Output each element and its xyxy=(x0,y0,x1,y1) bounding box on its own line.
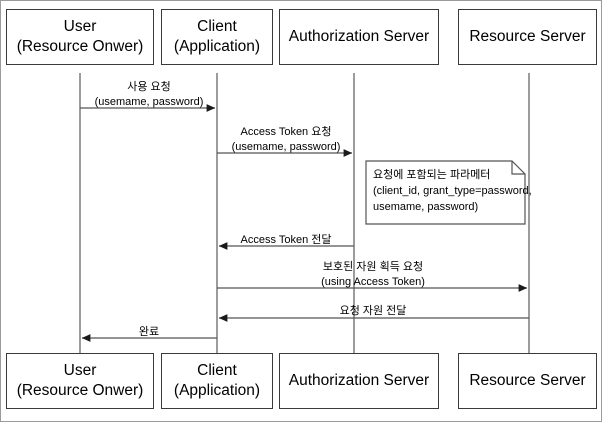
actor-label-resource-server-bottom-line1: Resource Server xyxy=(469,372,586,390)
actor-label-client-bottom-line1: Client xyxy=(197,362,237,380)
note-line2: (client_id, grant_type=password, xyxy=(373,184,532,197)
actor-label-user-bottom-line1: User xyxy=(63,362,97,380)
actor-box-client-top[interactable]: Client (Application) xyxy=(161,9,273,65)
actor-label-user-line2: (Resource Onwer) xyxy=(16,38,144,55)
message-label-msg-2-line2: (usemame, password) xyxy=(231,140,341,153)
actor-box-user-top[interactable]: User (Resource Onwer) xyxy=(6,9,154,65)
note-request-params-shape xyxy=(365,160,526,225)
lifelines xyxy=(79,73,530,353)
message-arrows xyxy=(80,104,529,342)
actor-label-authorization-server-line1: Authorization Server xyxy=(288,28,430,46)
message-label-msg-6: 완료 xyxy=(139,325,159,340)
message-label-msg-3: Access Token 전달 xyxy=(241,233,332,248)
actor-label-authorization-server-bottom-line1: Authorization Server xyxy=(288,372,430,390)
message-label-msg-5: 요청 자원 전달 xyxy=(340,304,407,319)
actor-label-client-line2: (Application) xyxy=(173,38,261,55)
message-label-msg-3-line1: Access Token 전달 xyxy=(240,234,332,246)
message-label-msg-6-line1: 완료 xyxy=(138,326,160,338)
note-title: 요청에 포함되는 파라메터 xyxy=(373,169,491,181)
actor-box-user-bottom[interactable]: User (Resource Onwer) xyxy=(6,353,154,409)
actor-label-user-line1: User xyxy=(63,18,97,36)
actor-box-resource-server-top[interactable]: Resource Server xyxy=(458,9,597,65)
actor-label-user-bottom-line2: (Resource Onwer) xyxy=(16,382,144,399)
actor-label-resource-server-line1: Resource Server xyxy=(469,28,586,46)
message-label-msg-4-line1: 보호된 자원 획득 요청 xyxy=(322,261,424,273)
actor-box-authorization-server-top[interactable]: Authorization Server xyxy=(279,9,439,65)
message-label-msg-2-line1: Access Token 요청 xyxy=(240,126,332,138)
note-request-params-text: 요청에 포함되는 파라메터 (client_id, grant_type=pas… xyxy=(373,168,532,216)
message-label-msg-5-line1: 요청 자원 전달 xyxy=(339,305,407,317)
actor-box-resource-server-bottom[interactable]: Resource Server xyxy=(458,353,597,409)
actor-label-client-line1: Client xyxy=(197,18,237,36)
actor-label-client-bottom-line2: (Application) xyxy=(173,382,261,399)
message-label-msg-4: 보호된 자원 획득 요청 (using Access Token) xyxy=(321,260,425,289)
message-label-msg-1-line1: 사용 요청 xyxy=(127,81,171,93)
actor-box-client-bottom[interactable]: Client (Application) xyxy=(161,353,273,409)
message-label-msg-4-line2: (using Access Token) xyxy=(321,275,425,288)
actor-box-authorization-server-bottom[interactable]: Authorization Server xyxy=(279,353,439,409)
note-line3: usemame, password) xyxy=(373,200,479,213)
message-label-msg-1-line2: (usemame, password) xyxy=(94,95,204,108)
message-label-msg-2: Access Token 요청 (usemame, password) xyxy=(232,125,341,154)
message-label-msg-1: 사용 요청 (usemame, password) xyxy=(95,80,204,109)
